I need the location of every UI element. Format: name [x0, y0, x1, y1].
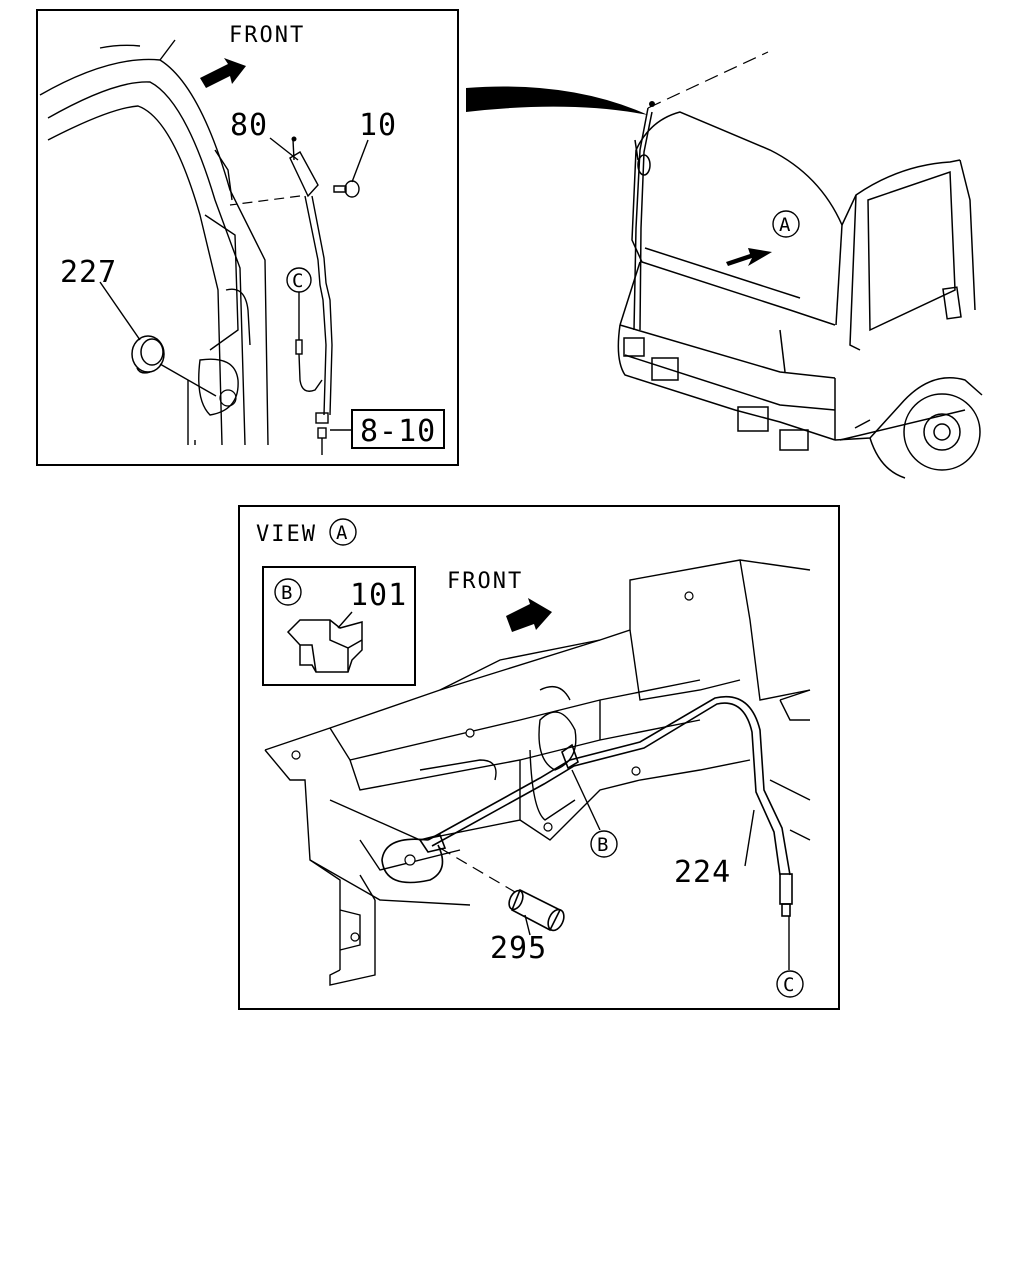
- ref-box: [351, 409, 445, 449]
- grommet-227: [131, 335, 165, 374]
- truck-antenna-tip: [649, 101, 655, 107]
- view-arrow-icon: [726, 248, 772, 266]
- front-arrow-icon: [200, 58, 246, 88]
- antenna-inset: FRONT: [36, 9, 459, 466]
- callout-224: 224: [674, 855, 731, 890]
- leader-10: [351, 139, 369, 183]
- leader-dashed: [229, 195, 301, 206]
- grommet-hole: [219, 389, 237, 407]
- leader-295: [524, 914, 531, 936]
- inset-frame: [36, 9, 459, 466]
- cab-frame: [264, 559, 811, 986]
- callout-295: 295: [490, 931, 547, 966]
- view-a-marker-label: A: [336, 522, 348, 544]
- view-a-front-arrow-icon: [506, 598, 552, 632]
- collar-295: [508, 888, 565, 932]
- view-a-front-label: FRONT: [447, 569, 523, 594]
- view-a-frame: [238, 505, 840, 1010]
- leader-80: [269, 137, 299, 161]
- cable-c: [295, 292, 323, 392]
- frame-holes: [291, 591, 694, 942]
- connector-arrow: [466, 86, 648, 115]
- detail-b-marker-label: B: [281, 582, 292, 604]
- clip-101: [286, 619, 363, 673]
- callout-101: 101: [350, 578, 407, 613]
- leader-224: [744, 809, 755, 867]
- detail-b-marker: [274, 578, 302, 606]
- antenna-tip: [291, 136, 297, 142]
- marker-a: [772, 210, 800, 238]
- marker-a-label: A: [779, 214, 791, 236]
- marker-c-bottom-label: C: [783, 974, 794, 996]
- antenna-harness-224: [381, 696, 793, 917]
- view-a-marker: [329, 518, 357, 546]
- leader-227: [99, 281, 141, 341]
- marker-b-label: B: [597, 834, 608, 856]
- callout-10: 10: [359, 108, 397, 143]
- view-a-panel: VIEW A FRONT B 101: [238, 505, 840, 1010]
- front-label: FRONT: [229, 23, 305, 48]
- leader-227-line: [159, 363, 217, 397]
- screw-icon: [333, 180, 360, 198]
- marker-c-bottom: [776, 970, 804, 998]
- truck-cab: [617, 51, 983, 479]
- marker-c-label: C: [292, 270, 303, 292]
- leader-b: [571, 769, 601, 831]
- callout-80: 80: [230, 108, 268, 143]
- collar-leader-dashed: [439, 847, 516, 893]
- ref-box-label: 8-10: [360, 414, 436, 449]
- leader-101: [337, 611, 353, 629]
- detail-b-box: [262, 566, 416, 686]
- marker-b: [590, 830, 618, 858]
- view-a-title: VIEW: [256, 522, 317, 547]
- pillar-outline: [39, 39, 269, 446]
- callout-227: 227: [60, 255, 117, 290]
- antenna-base: [289, 139, 333, 455]
